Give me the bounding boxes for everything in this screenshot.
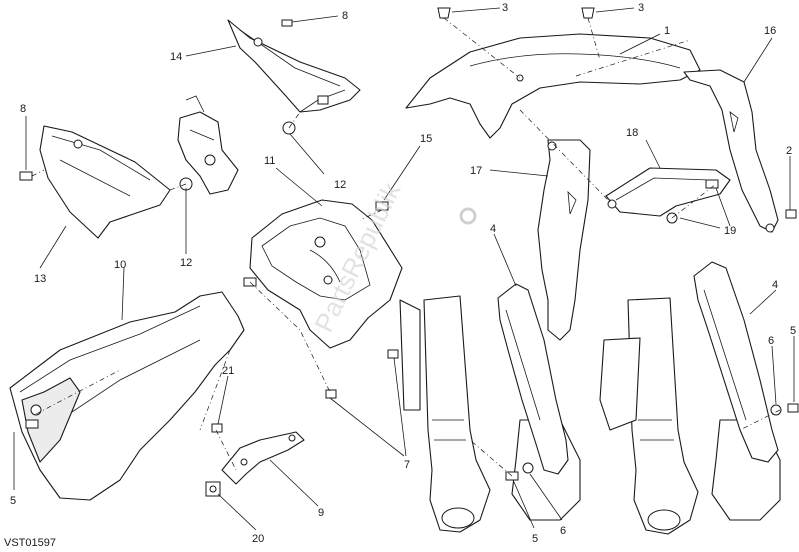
callout-13[interactable]: 13 <box>34 273 46 285</box>
callout-3[interactable]: 3 <box>638 2 644 14</box>
callout-11[interactable]: 11 <box>264 155 275 167</box>
callout-12[interactable]: 12 <box>334 179 346 191</box>
callout-5[interactable]: 5 <box>532 533 538 545</box>
part-17-fork-bracket[interactable] <box>537 139 591 341</box>
part-14-upper-side-panel[interactable] <box>227 19 361 113</box>
callout-16[interactable]: 16 <box>764 25 776 37</box>
callout-12[interactable]: 12 <box>180 257 192 269</box>
callout-6[interactable]: 6 <box>560 525 566 537</box>
part-20-clip-nut[interactable] <box>205 481 221 497</box>
callout-labels: 3 3 8 14 1 16 8 11 12 15 18 17 2 19 13 1… <box>10 2 796 545</box>
part-10-air-duct[interactable] <box>9 291 245 501</box>
part-9-small-bracket[interactable] <box>221 431 305 485</box>
callout-10[interactable]: 10 <box>114 259 126 271</box>
callout-5[interactable]: 5 <box>790 325 796 337</box>
part-18-plate-bracket[interactable] <box>605 167 731 217</box>
callout-21[interactable]: 21 <box>222 365 234 377</box>
callout-2[interactable]: 2 <box>786 145 792 157</box>
callout-14[interactable]: 14 <box>170 51 182 63</box>
callout-6[interactable]: 6 <box>768 335 774 347</box>
callout-7[interactable]: 7 <box>404 459 410 471</box>
callout-19[interactable]: 19 <box>724 225 736 237</box>
callout-5[interactable]: 5 <box>10 495 16 507</box>
callout-8[interactable]: 8 <box>342 10 348 22</box>
callout-4[interactable]: 4 <box>490 223 496 235</box>
watermark-gear-icon <box>459 207 477 225</box>
callout-9[interactable]: 9 <box>318 507 324 519</box>
assembly-lines <box>31 17 781 477</box>
part-13-left-side-panel[interactable] <box>39 125 171 239</box>
callout-1[interactable]: 1 <box>664 25 670 37</box>
part-11-headlamp-cowl[interactable] <box>249 199 403 349</box>
callout-8[interactable]: 8 <box>20 103 26 115</box>
part-1-front-mudguard[interactable] <box>405 33 701 139</box>
diagram-code: VST01597 <box>4 537 56 549</box>
part-16-right-bracket[interactable] <box>683 69 779 233</box>
part-4-fork-guard-left[interactable] <box>497 283 569 475</box>
callout-4[interactable]: 4 <box>772 279 778 291</box>
part-4-fork-guard-right[interactable] <box>693 261 779 463</box>
callout-20[interactable]: 20 <box>252 533 264 545</box>
callout-18[interactable]: 18 <box>626 127 638 139</box>
part-bracket-left[interactable] <box>177 95 239 195</box>
callout-17[interactable]: 17 <box>470 165 482 177</box>
leader-lines <box>13 7 795 531</box>
callout-15[interactable]: 15 <box>420 133 432 145</box>
hardware-screws <box>19 7 799 481</box>
callout-3[interactable]: 3 <box>502 2 508 14</box>
